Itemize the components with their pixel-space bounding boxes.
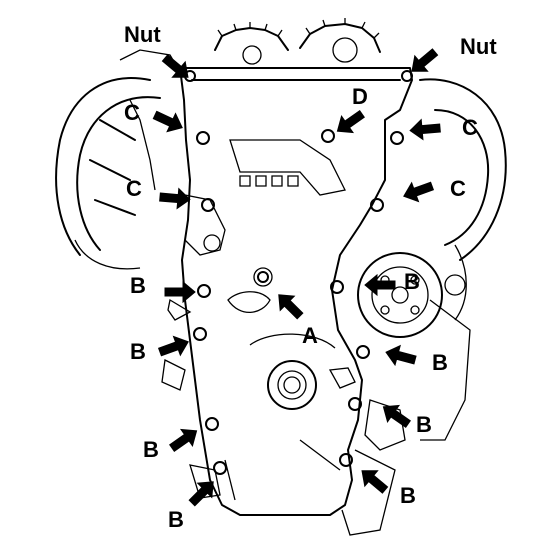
label-b-5: B	[143, 437, 159, 462]
arrow-b-5	[169, 428, 198, 452]
arrow-b-1	[164, 280, 196, 304]
bolt-d	[321, 129, 335, 143]
bolts	[184, 70, 413, 475]
bolt-b-8	[339, 453, 353, 467]
bolt-b-2	[330, 280, 344, 294]
arrow-c-top-right	[409, 118, 441, 141]
bolt-b-6	[348, 397, 362, 411]
label-c-mid-right: C	[450, 176, 466, 201]
arrow-nut-left	[161, 54, 189, 78]
arrow-a	[278, 294, 304, 320]
label-c-top-left: C	[124, 100, 140, 125]
bolt-b-3	[193, 327, 207, 341]
pointer-arrows	[152, 48, 441, 507]
bolt-b-1	[197, 284, 211, 298]
arrow-c-mid-right	[403, 181, 435, 203]
label-b-1: B	[130, 273, 146, 298]
arrow-b-7	[188, 481, 214, 507]
bolt-a	[257, 271, 269, 283]
bolt-nut-right	[401, 70, 413, 82]
arrow-c-top-left	[152, 110, 183, 133]
camshaft-sprockets	[214, 18, 381, 65]
label-nut-left: Nut	[124, 22, 161, 47]
arrow-b-6	[382, 404, 411, 428]
bolt-c-2	[390, 131, 404, 145]
label-b-3: B	[130, 339, 146, 364]
label-b-6: B	[416, 412, 432, 437]
arrow-c-mid-left	[159, 187, 191, 210]
intake-manifold	[55, 49, 181, 270]
arrow-b-8	[361, 470, 389, 494]
bolt-c-4	[370, 198, 384, 212]
bolt-b-4	[356, 345, 370, 359]
arrow-b-4	[385, 344, 417, 367]
label-b-7: B	[168, 507, 184, 532]
bolt-c-1	[196, 131, 210, 145]
timing-cover	[179, 67, 413, 516]
label-c-mid-left: C	[126, 176, 142, 201]
arrow-nut-right	[411, 48, 439, 72]
label-b-4: B	[432, 350, 448, 375]
callout-labels: Nut Nut D C C C C A B B B B B B B B	[124, 22, 497, 532]
right-accessories	[419, 78, 507, 441]
bolt-b-7	[213, 461, 227, 475]
arrow-b-3	[157, 335, 189, 357]
label-b-8: B	[400, 483, 416, 508]
label-b-2: B	[404, 269, 420, 294]
bolt-c-3	[201, 198, 215, 212]
label-nut-right: Nut	[460, 34, 497, 59]
arrow-d	[336, 110, 365, 134]
bolt-b-5	[205, 417, 219, 431]
label-d: D	[352, 84, 368, 109]
water-pump-pulley	[357, 252, 443, 338]
arrow-b-2	[364, 273, 396, 297]
label-c-top-right: C	[462, 115, 478, 140]
label-a: A	[302, 323, 318, 348]
